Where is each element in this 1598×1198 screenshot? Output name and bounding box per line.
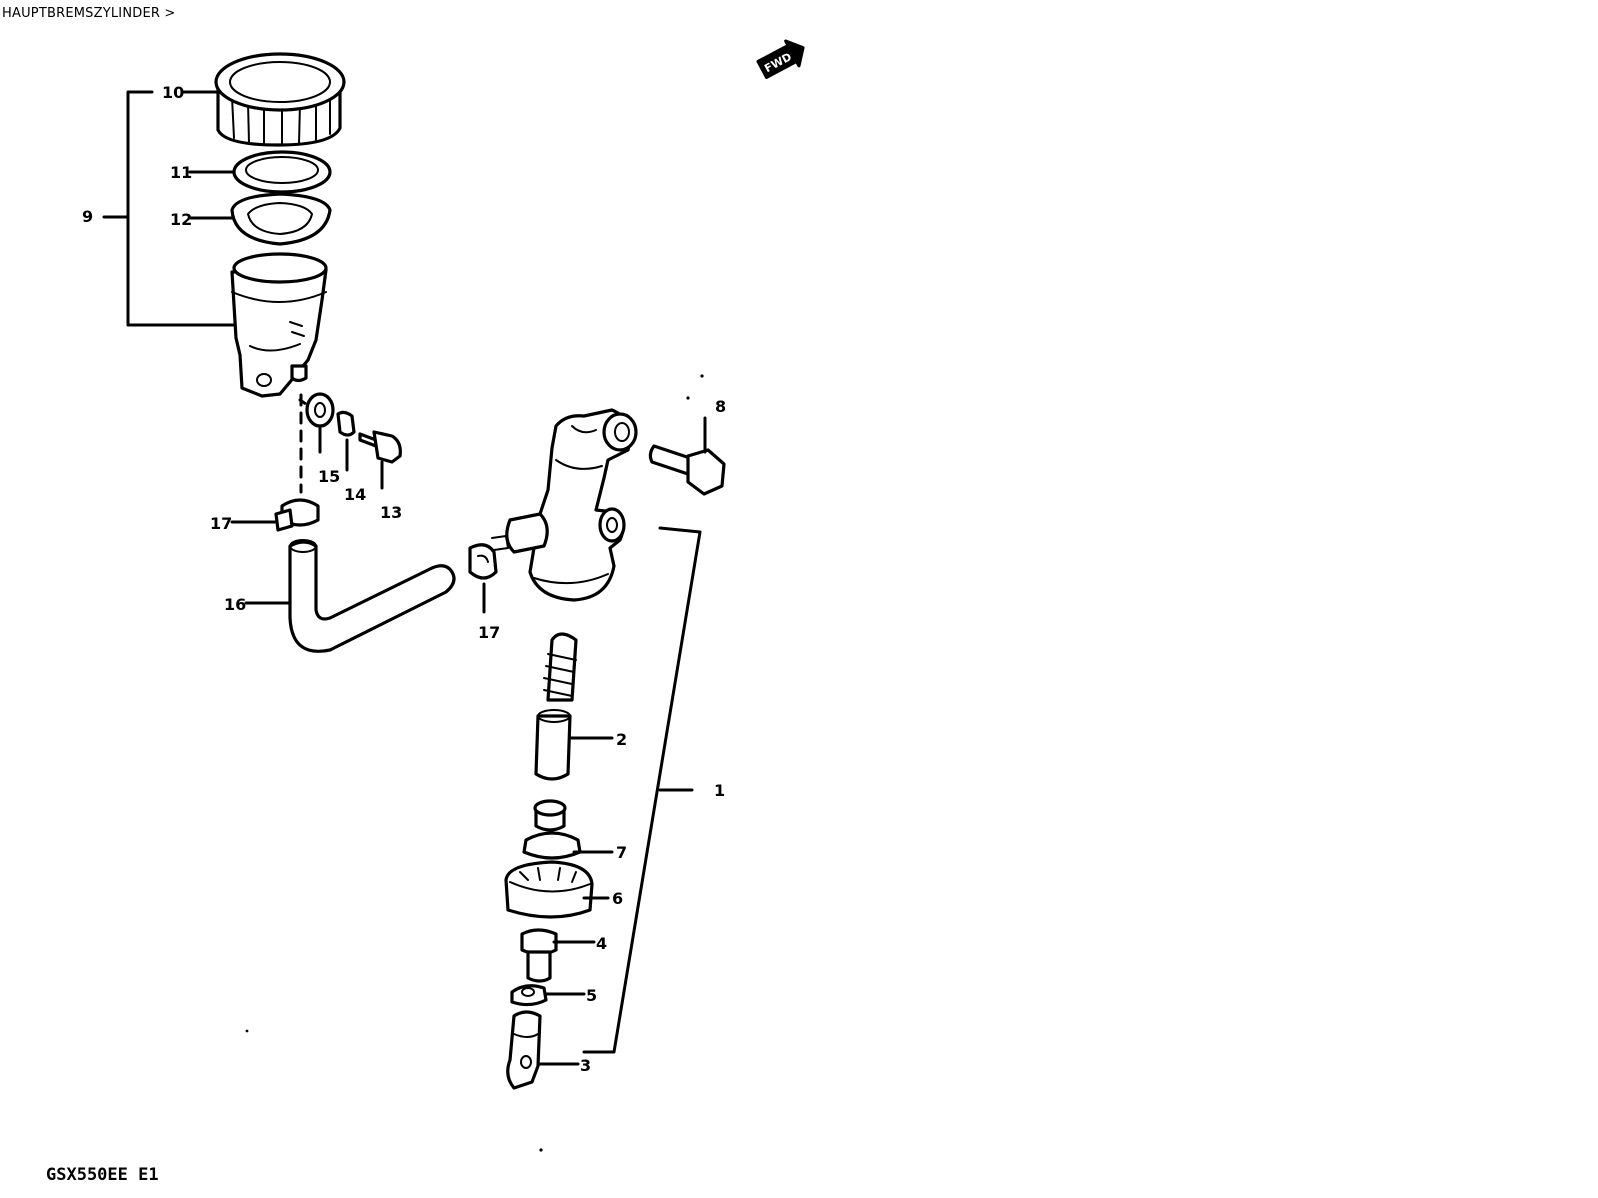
clevis[interactable] xyxy=(506,1010,580,1090)
callout-10: 10 xyxy=(162,83,184,102)
hose-clamp-upper[interactable] xyxy=(230,498,320,532)
lock-nut[interactable] xyxy=(510,984,586,1007)
reservoir-diaphragm[interactable] xyxy=(188,192,332,246)
callout-2: 2 xyxy=(616,730,627,749)
secondary-cup[interactable] xyxy=(522,799,614,860)
mounting-bolt[interactable] xyxy=(648,416,726,496)
piston-spring[interactable] xyxy=(534,632,614,781)
breadcrumb[interactable]: HAUPTBREMSZYLINDER > xyxy=(2,6,176,21)
reservoir-bolt[interactable] xyxy=(358,430,402,490)
push-rod[interactable] xyxy=(520,928,596,983)
callout-17-lower: 17 xyxy=(478,623,500,642)
callout-11: 11 xyxy=(170,163,192,182)
reservoir-body[interactable] xyxy=(230,252,328,398)
callout-3: 3 xyxy=(580,1056,591,1075)
master-cylinder-body[interactable] xyxy=(491,408,638,602)
callout-6: 6 xyxy=(612,889,623,908)
reservoir-plate[interactable] xyxy=(188,150,332,194)
spring-washer[interactable] xyxy=(336,410,356,472)
reservoir-cap[interactable] xyxy=(180,52,346,147)
reservoir-assembly-bracket xyxy=(102,90,238,327)
callout-7: 7 xyxy=(616,843,627,862)
washer[interactable] xyxy=(305,392,335,454)
reservoir-hose[interactable] xyxy=(244,539,456,653)
callout-15: 15 xyxy=(318,467,340,486)
callout-1: 1 xyxy=(714,781,725,800)
forward-arrow-icon: FWD xyxy=(756,39,805,79)
callout-5: 5 xyxy=(586,986,597,1005)
model-code: GSX550EE E1 xyxy=(46,1165,159,1185)
callout-12: 12 xyxy=(170,210,192,229)
hose-clamp-lower[interactable] xyxy=(468,543,498,614)
callout-13: 13 xyxy=(380,503,402,522)
callout-9: 9 xyxy=(82,207,93,226)
callout-16: 16 xyxy=(224,595,246,614)
master-cylinder-bracket xyxy=(582,526,702,1054)
callout-17-upper: 17 xyxy=(210,514,232,533)
callout-4: 4 xyxy=(596,934,607,953)
callout-8: 8 xyxy=(715,397,726,416)
callout-14: 14 xyxy=(344,485,366,504)
piston-boot[interactable] xyxy=(504,860,610,919)
